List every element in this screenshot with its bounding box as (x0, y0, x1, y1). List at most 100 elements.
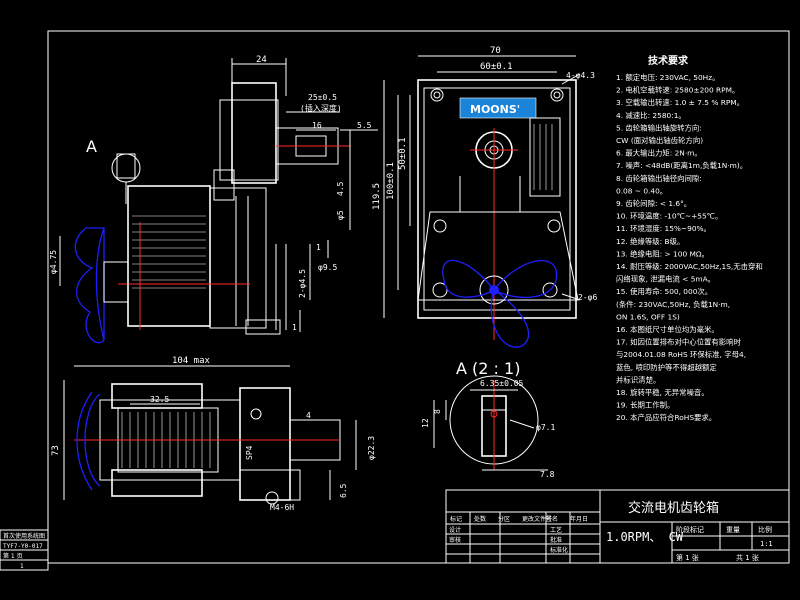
tech-req-item: 2. 电机空载转速: 2580±200 RPM。 (616, 86, 739, 95)
detail-title: A (2 : 1) (456, 359, 520, 378)
stage-label: 阶段标记 (676, 525, 704, 534)
tech-req-item: 4. 减速比: 2580:1。 (616, 111, 686, 120)
dim-7-8: 7.8 (540, 470, 555, 479)
tech-req-title: 技术要求 (648, 54, 689, 67)
dim-shaft: φ9.5 (318, 263, 337, 272)
tech-req-item: 20. 本产品应符合RoHS要求。 (616, 413, 716, 422)
tech-req-item: 8. 齿轮箱输出轴径向间隙: (616, 174, 702, 183)
tech-req-item: 15. 使用寿命: 500, 000次。 (616, 287, 712, 296)
weight-label: 重量 (726, 526, 740, 534)
dim-phi5: φ5 (336, 210, 345, 220)
tech-req-item: 10. 环境温度: -10℃~+55℃。 (616, 212, 722, 221)
tech-req-item: 1. 额定电压: 230VAC, 50Hz。 (616, 73, 720, 82)
dim-73: 73 (51, 445, 61, 456)
title-block-sign-cell: 标准化 (550, 546, 568, 554)
dim-6-35: 6.35±0.05 (480, 379, 524, 388)
title-block-title: 交流电机齿轮箱 (628, 500, 719, 516)
title-block-sign-cell: 批准 (550, 536, 562, 544)
side-view-dimensions: 24 25±0.5 (插入深度) 16 5.5 4.5 φ5 1 φ9.5 2-… (49, 55, 378, 332)
tech-req-item: 19. 长期工作制。 (616, 401, 674, 410)
title-block-header-cell: 签名 (546, 515, 558, 523)
dim-4: 4 (306, 411, 311, 420)
top-view (74, 383, 341, 505)
sheet-label: 第 1 张 (676, 553, 699, 562)
corner-row-1: 首次使用系统图 (3, 532, 45, 540)
title-block-header-cell: 分区 (498, 515, 510, 523)
dim-4phi43: 4-φ4.3 (566, 71, 595, 80)
corner-row-4: 1 (20, 563, 24, 570)
title-block-header-cell: 处数 (474, 515, 486, 523)
corner-row-2: TYF7-Y0-017 (3, 543, 43, 550)
tech-req-item: 0.08 ~ 0.40。 (616, 186, 667, 195)
title-block-sign-cell: 设计 (449, 526, 461, 534)
side-view (74, 82, 350, 344)
sheets-label: 共 1 张 (736, 553, 759, 562)
dim-25: 25±0.5 (308, 93, 337, 102)
dim-phi475: φ4.75 (49, 250, 58, 274)
dim-2phi45: 2-φ4.5 (298, 269, 307, 298)
tech-req-item: 9. 齿轮间隙: < 1.6°。 (616, 199, 691, 208)
dim-119: 119.5 (372, 183, 382, 210)
dim-phi7: φ7.1 (536, 423, 555, 432)
title-block-header-cell: 标记 (450, 515, 462, 523)
dim-100: 100±0.1 (386, 162, 396, 200)
tech-req-item: 蓝色, 喷印防护等不得超越额定 (616, 363, 717, 372)
top-view-dimensions: 104 max 32.5 73 4 φ22.3 6.5 M4-6H SP4 (51, 356, 376, 512)
tech-req-item: 6. 最大输出力矩: 2N·m。 (616, 149, 702, 158)
tech-req-item: 3. 空载输出转速: 1.0 ± 7.5 % RPM。 (616, 98, 744, 107)
scale-value: 1:1 (760, 540, 773, 548)
dim-60: 60±0.1 (480, 62, 513, 72)
dim-12: 12 (421, 418, 430, 428)
title-block-header-cell: 年月日 (570, 515, 588, 523)
dim-25-note: (插入深度) (300, 103, 342, 113)
front-view: MOONS' (417, 79, 579, 348)
title-block-subtitle: 1.0RPM、 CW (606, 530, 684, 544)
dim-4-5: 4.5 (336, 181, 345, 196)
view-label-a: A (86, 137, 97, 156)
drawing-frame (47, 30, 790, 564)
front-view-dimensions: 70 60±0.1 4-φ4.3 119.5 100±0.1 50±0.1 2-… (372, 46, 597, 318)
dim-sp: SP4 (245, 445, 254, 460)
corner-row-3: 第 1 页 (3, 552, 23, 560)
tech-req-item: 并标识清楚。 (616, 375, 660, 384)
dim-m4: M4-6H (270, 503, 294, 512)
tech-req-item: ON 1.6S, OFF 1S) (616, 312, 680, 321)
dim-6-5: 6.5 (339, 483, 348, 498)
brand-logo: MOONS' (470, 103, 520, 116)
dim-32-5: 32.5 (150, 395, 169, 404)
tech-req-item: 13. 绝缘电阻: > 100 MΩ。 (616, 249, 709, 258)
dim-1-bottom: 1 (292, 323, 297, 332)
title-block: 交流电机齿轮箱 1.0RPM、 CW 阶段标记 重量 比例 1:1 第 1 张 … (445, 489, 790, 564)
tech-req-item: 7. 噪声: <48dB(距离1m,负载1N·m)。 (616, 161, 747, 170)
tech-req-item: 与2004.01.08 RoHS 环保标准, 字母4, (616, 350, 746, 359)
tech-req-item: CW (面对输出轴齿轮方向) (616, 136, 703, 145)
dim-2phi6: 2-φ6 (578, 293, 597, 302)
tech-req-item: 18. 旋转平稳, 无异常噪音。 (616, 388, 709, 397)
tech-req-item: (条件: 230VAC,50Hz, 负载1N·m, (616, 300, 730, 309)
tech-req-item: 12. 绝缘等级: B级。 (616, 237, 684, 246)
dim-1-top: 1 (316, 243, 321, 252)
corner-block: 首次使用系统图 TYF7-Y0-017 第 1 页 1 (0, 529, 49, 571)
dim-5-5: 5.5 (357, 121, 372, 130)
dim-70: 70 (490, 46, 501, 56)
dim-104: 104 max (172, 356, 211, 366)
dim-24: 24 (256, 55, 267, 65)
dim-phi22: φ22.3 (367, 436, 376, 460)
tech-req-item: 17. 如因位置排布对中心位置有影响时 (616, 338, 742, 347)
tech-req-item: 5. 齿轮箱输出轴旋转方向: (616, 123, 702, 132)
title-block-header-cell: 更改文件号 (522, 515, 552, 523)
scale-label: 比例 (758, 525, 772, 534)
title-block-sign-cell: 审核 (449, 536, 461, 544)
tech-req-item: 闪络现象, 泄漏电流 < 5mA。 (616, 275, 715, 284)
title-block-sign-cell: 工艺 (550, 526, 562, 534)
dim-16: 16 (312, 121, 322, 130)
technical-requirements: 技术要求 1. 额定电压: 230VAC, 50Hz。 2. 电机空载转速: 25… (616, 54, 763, 422)
dim-8: 8 (433, 409, 442, 414)
tech-req-item: 16. 本图纸尺寸单位均为毫米。 (616, 325, 719, 334)
detail-a: A (2 : 1) 6.35±0.05 12 8 φ7.1 7.8 (421, 359, 555, 479)
tech-req-item: 11. 环境湿度: 15%~90%。 (616, 224, 711, 233)
tech-req-item: 14. 耐压等级: 2000VAC,50Hz,1S,无击穿和 (616, 262, 763, 271)
dim-50: 50±0.1 (398, 137, 408, 170)
